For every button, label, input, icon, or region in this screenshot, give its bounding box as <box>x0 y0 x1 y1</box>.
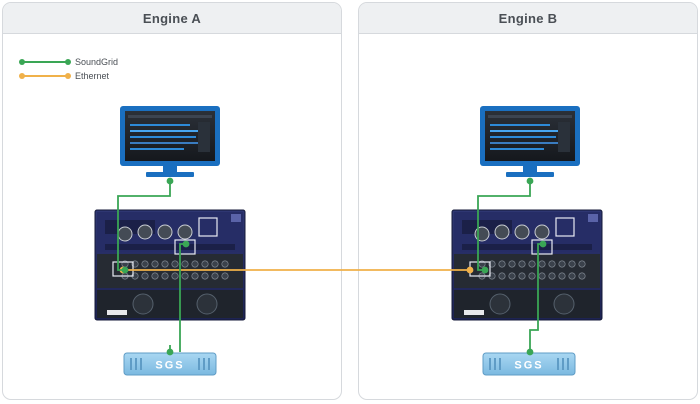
engine-b-panel: Engine B <box>358 2 698 400</box>
engine-a-sgs-label: SGS <box>155 360 184 372</box>
engine-a-soundgrid-links <box>117 177 190 356</box>
engine-b-soundgrid-links <box>477 177 547 356</box>
soundgrid-line-icon <box>19 59 71 65</box>
engine-b-sgs-server: SGS <box>482 352 576 376</box>
engine-a-monitor <box>120 106 220 177</box>
engine-a-sgs-server: SGS <box>123 352 217 376</box>
legend-item-soundgrid: SoundGrid <box>19 55 119 69</box>
engine-b-sgs-label: SGS <box>514 360 543 372</box>
engine-b-title: Engine B <box>359 3 697 34</box>
engine-a-rack <box>94 209 246 321</box>
ethernet-line-icon <box>19 73 71 79</box>
engine-a-title: Engine A <box>3 3 341 34</box>
legend-item-ethernet: Ethernet <box>19 69 118 83</box>
legend-label-soundgrid: SoundGrid <box>75 57 119 67</box>
legend-label-ethernet: Ethernet <box>75 71 110 81</box>
engine-b-rack <box>451 209 603 321</box>
legend: SoundGrid Ethernet <box>19 55 119 83</box>
engine-a-panel: Engine A SoundGrid Ethernet <box>2 2 342 400</box>
engine-b-monitor <box>480 106 580 177</box>
